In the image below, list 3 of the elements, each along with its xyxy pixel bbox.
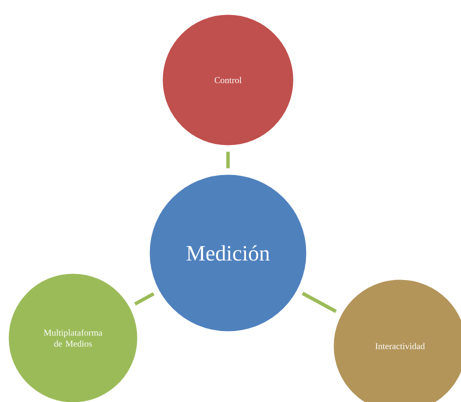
connector-line: [302, 292, 337, 313]
connector-line: [226, 152, 230, 168]
connector-line: [134, 292, 155, 306]
